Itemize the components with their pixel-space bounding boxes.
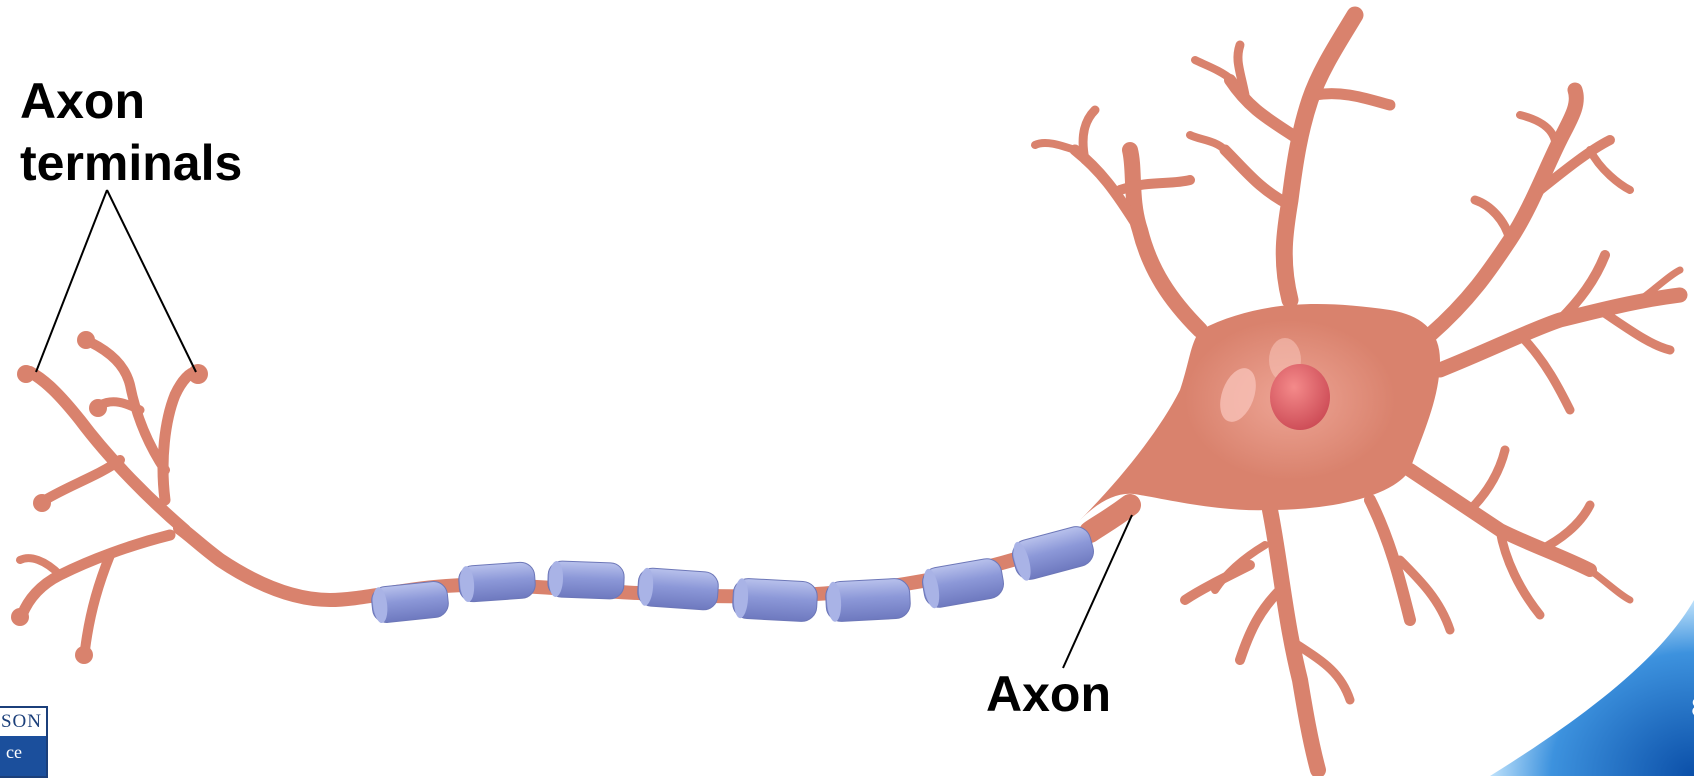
myelin-segment <box>458 561 536 602</box>
label-axon-terminals-text: Axon terminals <box>20 70 320 194</box>
publisher-logo: SON ce <box>0 706 48 778</box>
myelin-segment <box>547 561 624 600</box>
corner-decoration <box>1490 600 1694 776</box>
logo-top-text: SON <box>0 708 46 736</box>
label-axon: Axon <box>986 663 1111 725</box>
myelin-segment <box>825 578 911 622</box>
myelin-segment <box>370 580 449 624</box>
leader-line-terminal-right <box>107 190 196 372</box>
myelin-segment <box>920 556 1006 609</box>
label-axon-terminals: Axon terminals <box>20 70 320 194</box>
myelin-sheath <box>370 523 1096 624</box>
nucleus <box>1270 364 1330 430</box>
myelin-segment <box>637 567 719 610</box>
myelin-segment <box>732 578 818 622</box>
logo-bottom-text: ce <box>0 736 46 776</box>
myelin-segment <box>1009 523 1097 582</box>
